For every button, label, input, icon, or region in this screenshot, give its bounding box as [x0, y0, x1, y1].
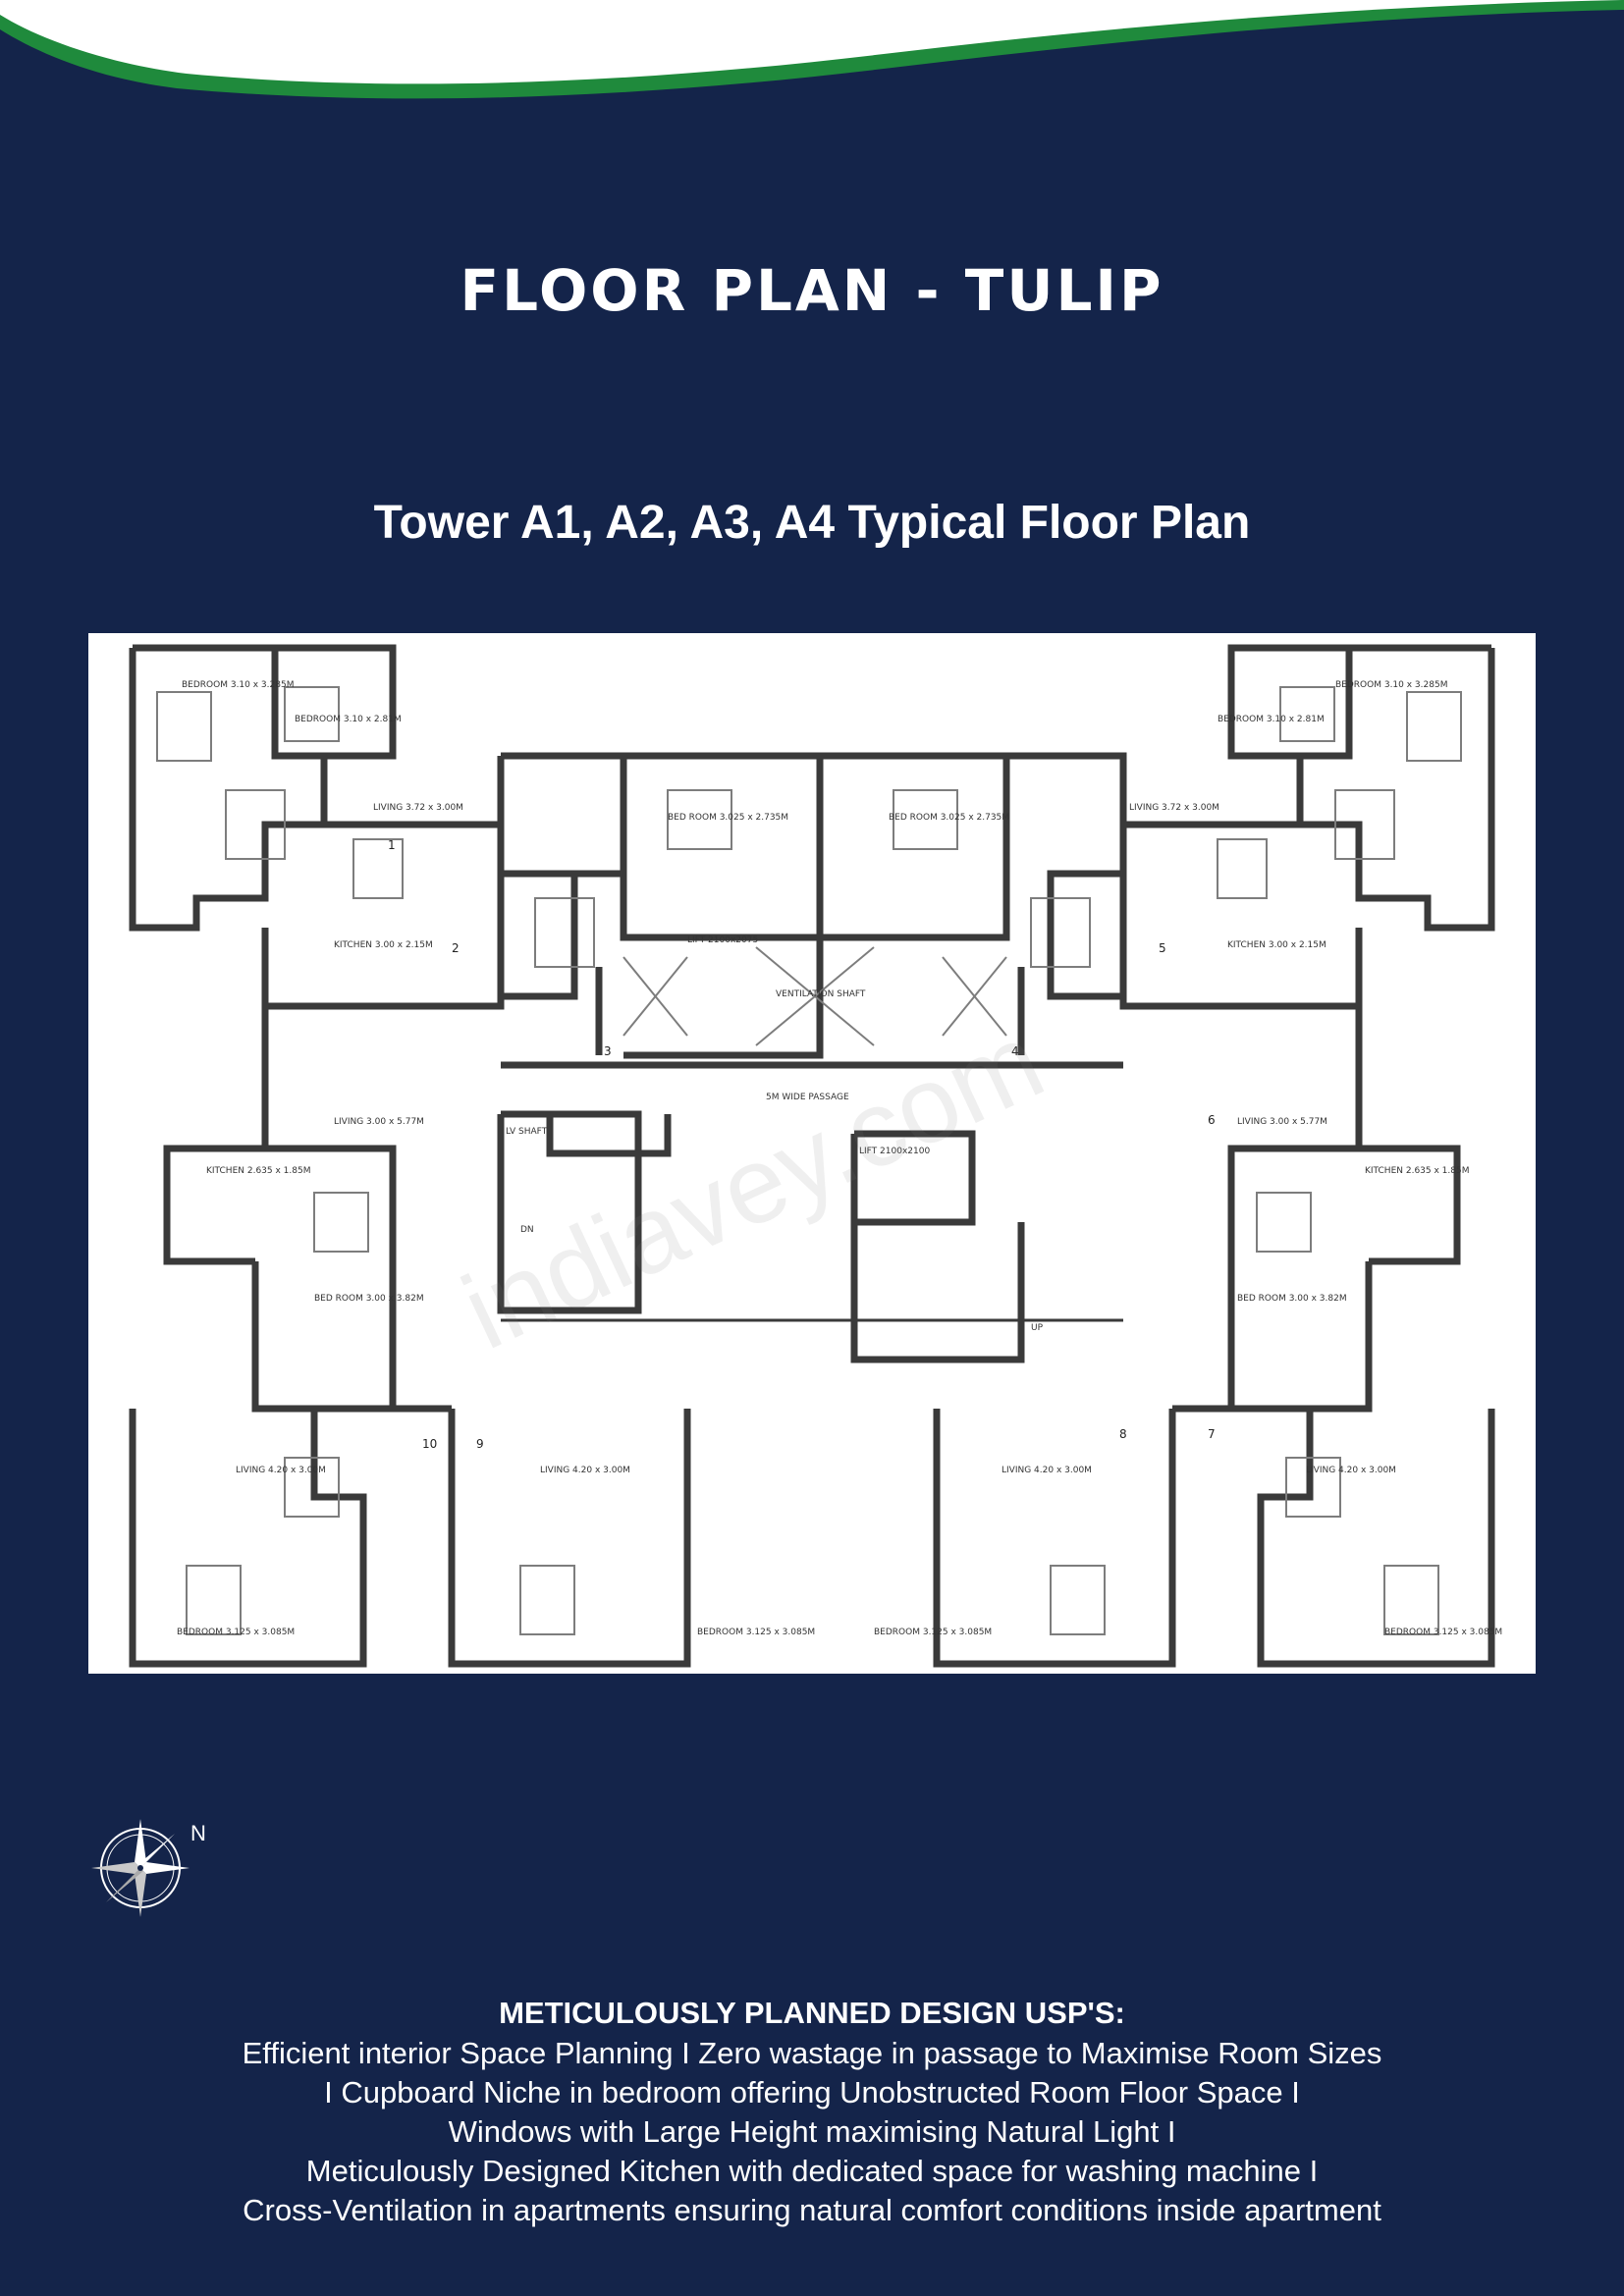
- room-label: LIVING 4.20 x 3.00M: [540, 1466, 630, 1475]
- room-label: LIVING 4.20 x 3.00M: [236, 1466, 326, 1475]
- unit-number-8: 8: [1119, 1427, 1127, 1441]
- unit-number-6: 6: [1208, 1113, 1216, 1127]
- unit-number-1: 1: [388, 838, 396, 852]
- room-label: LIVING 4.20 x 3.00M: [1001, 1466, 1092, 1475]
- compass-rose-icon: [91, 1819, 189, 1917]
- usp-line: I Cupboard Niche in bedroom offering Uno…: [324, 2075, 1300, 2109]
- usp-line: Meticulously Designed Kitchen with dedic…: [305, 2154, 1319, 2188]
- unit-number-3: 3: [604, 1044, 612, 1058]
- page-title: FLOOR PLAN - TULIP: [460, 257, 1164, 324]
- room-label: BED ROOM 3.00 x 3.82M: [1237, 1294, 1347, 1304]
- usp-line: Efficient interior Space Planning I Zero…: [242, 2036, 1382, 2070]
- room-label: BEDROOM 3.10 x 2.81M: [295, 715, 402, 724]
- lift-core-label: LIFT 2100x2100: [859, 1147, 930, 1156]
- room-label: BEDROOM 3.125 x 3.085M: [874, 1628, 992, 1637]
- usp-line: Cross-Ventilation in apartments ensuring…: [243, 2193, 1381, 2227]
- header-wave: [0, 0, 1624, 99]
- room-label: BEDROOM 3.125 x 3.085M: [177, 1628, 295, 1637]
- stair-dn-label: DN: [520, 1225, 534, 1235]
- usp-line: Windows with Large Height maximising Nat…: [448, 2114, 1176, 2149]
- room-label: BEDROOM 3.10 x 2.81M: [1218, 715, 1325, 724]
- room-label: BED ROOM 3.025 x 2.735M: [889, 813, 1009, 823]
- passage-label: 5M WIDE PASSAGE: [766, 1093, 849, 1102]
- floor-plan: BEDROOM 3.10 x 3.285M BEDROOM 3.10 x 2.8…: [88, 633, 1536, 1674]
- unit-number-7: 7: [1208, 1427, 1216, 1441]
- room-label: KITCHEN 2.635 x 1.85M: [1365, 1166, 1469, 1176]
- room-label: BED ROOM 3.025 x 2.735M: [668, 813, 788, 823]
- room-label: LIVING 3.72 x 3.00M: [1129, 803, 1219, 813]
- usp-section: METICULOUSLY PLANNED DESIGN USP'S: Effic…: [0, 1993, 1624, 2230]
- ventilation-label: VENTILATION SHAFT: [776, 989, 866, 999]
- stair-up-label: UP: [1031, 1323, 1044, 1333]
- lift-label: LIFT 2100x2075: [687, 935, 758, 945]
- room-label: KITCHEN 3.00 x 2.15M: [334, 940, 433, 950]
- unit-number-2: 2: [452, 941, 460, 955]
- unit-number-10: 10: [422, 1437, 437, 1451]
- room-label: BEDROOM 3.125 x 3.085M: [1384, 1628, 1502, 1637]
- unit-number-9: 9: [476, 1437, 484, 1451]
- room-label: BEDROOM 3.10 x 3.285M: [182, 680, 294, 690]
- usp-heading: METICULOUSLY PLANNED DESIGN USP'S:: [499, 1996, 1125, 2030]
- room-label: LIVING 3.00 x 5.77M: [1237, 1117, 1327, 1127]
- lv-shaft-label: LV SHAFT: [506, 1127, 548, 1137]
- room-label: LIVING 3.72 x 3.00M: [373, 803, 463, 813]
- room-label: LIVING 3.00 x 5.77M: [334, 1117, 424, 1127]
- unit-number-5: 5: [1159, 941, 1166, 955]
- compass-north-label: N: [190, 1821, 206, 1845]
- floor-plan-drawing: BEDROOM 3.10 x 3.285M BEDROOM 3.10 x 2.8…: [129, 644, 1502, 1668]
- room-label: KITCHEN 2.635 x 1.85M: [206, 1166, 310, 1176]
- room-label: BED ROOM 3.00 x 3.82M: [314, 1294, 424, 1304]
- room-label: LIVING 4.20 x 3.00M: [1306, 1466, 1396, 1475]
- room-label: BEDROOM 3.125 x 3.085M: [697, 1628, 815, 1637]
- unit-number-4: 4: [1011, 1044, 1019, 1058]
- room-label: BEDROOM 3.10 x 3.285M: [1335, 680, 1447, 690]
- room-label: KITCHEN 3.00 x 2.15M: [1227, 940, 1326, 950]
- page-subtitle: Tower A1, A2, A3, A4 Typical Floor Plan: [373, 497, 1251, 549]
